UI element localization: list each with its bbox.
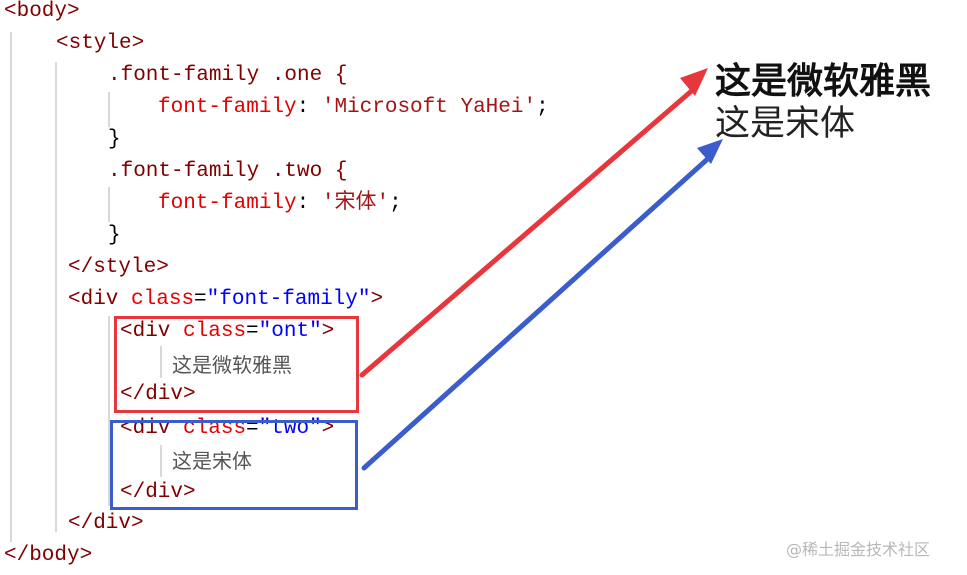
code-line-inner-one-text: 这是微软雅黑 — [172, 353, 292, 377]
attr-name: class — [131, 288, 195, 311]
tag: </body> — [4, 544, 93, 567]
tag: </div> — [120, 481, 196, 504]
blue-arrow-icon — [361, 139, 723, 471]
tag: <div — [120, 320, 171, 343]
code-line-inner-one-close: </div> — [120, 379, 196, 411]
code-line-body-close: </body> — [4, 540, 92, 572]
tag: </div> — [120, 383, 196, 406]
indent-guide — [160, 445, 162, 477]
code-line-close-brace: } — [108, 220, 121, 252]
watermark: @稀土掘金技术社区 — [786, 540, 931, 559]
code-line-inner-two-close: </div> — [120, 477, 196, 509]
brace: } — [108, 128, 121, 151]
tag: </div> — [68, 512, 144, 535]
indent-guide — [160, 346, 162, 378]
rendered-songti-text: 这是宋体 — [715, 104, 856, 144]
tag: <style> — [56, 32, 145, 55]
tag: </style> — [68, 256, 169, 279]
code-line-inner-two-text: 这是宋体 — [172, 449, 252, 473]
code-line-outer-close: </div> — [68, 508, 144, 540]
code-line-prop-one: font-family: 'Microsoft YaHei'; — [158, 96, 549, 119]
code-line-inner-one-div: <div class="ont"> — [120, 320, 335, 343]
indent-guide — [55, 62, 57, 532]
indent-guide — [108, 316, 110, 506]
code-line-close-brace: } — [108, 124, 121, 156]
css-selector: .font-family .one { — [108, 64, 348, 87]
code-line-body-open: <body> — [4, 0, 80, 28]
red-arrow-icon — [359, 68, 708, 378]
rendered-yahei-text: 这是微软雅黑 — [715, 61, 932, 102]
code-line-prop-two: font-family: '宋体'; — [158, 192, 402, 215]
css-property: font-family — [158, 96, 297, 119]
css-property: font-family — [158, 192, 297, 215]
tag: <div — [68, 288, 119, 311]
brace: } — [108, 224, 121, 247]
attr-name: class — [183, 320, 247, 343]
highlight-box-songti — [110, 420, 358, 510]
code-line-outer-div: <div class="font-family"> — [68, 288, 384, 311]
indent-guide — [10, 32, 12, 542]
css-selector: .font-family .two { — [108, 160, 348, 183]
attr-value: "font-family" — [206, 288, 371, 311]
highlight-box-yahei — [114, 316, 359, 413]
tag: <body> — [4, 0, 80, 23]
code-line-selector-two: .font-family .two { — [108, 156, 347, 188]
code-line-style-open: <style> — [56, 28, 144, 60]
attr-value: "ont" — [258, 320, 322, 343]
indent-guide — [108, 92, 110, 127]
css-value: '宋体' — [321, 192, 390, 215]
code-line-selector-one: .font-family .one { — [108, 60, 347, 92]
css-value: 'Microsoft YaHei' — [321, 96, 537, 119]
indent-guide — [108, 187, 110, 222]
code-line-style-close: </style> — [68, 252, 169, 284]
